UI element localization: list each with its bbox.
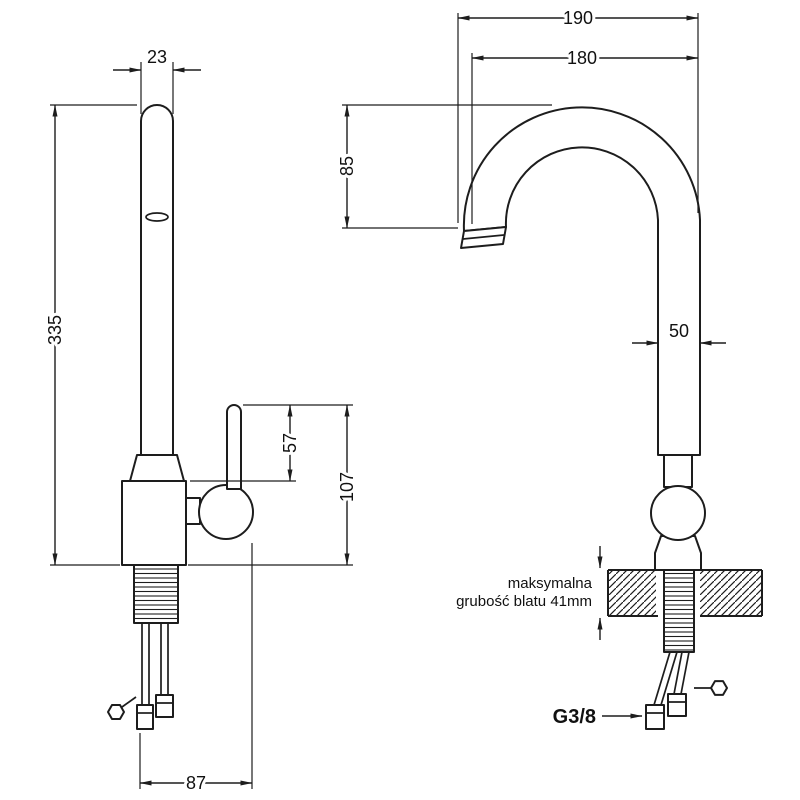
front-threaded-shank <box>133 564 179 624</box>
dimension-total-height: 335 <box>42 104 137 566</box>
dimension-reach-outer: 190 <box>457 5 699 223</box>
side-stud-nut <box>710 680 728 696</box>
dim-base-width-label: 87 <box>186 773 206 793</box>
side-aerator-seam <box>462 234 505 240</box>
dimension-body-width: 50 <box>632 318 726 346</box>
countertop-note-line1: maksymalna <box>508 575 593 592</box>
front-spout-tube <box>140 104 174 456</box>
dim-reach-outer-label: 190 <box>563 8 593 28</box>
countertop-section <box>607 569 763 617</box>
front-hose-fitting <box>155 694 174 718</box>
dim-spout-width-label: 23 <box>147 47 167 67</box>
front-body <box>121 480 187 566</box>
countertop-note-line2: grubość blatu 41mm <box>456 593 592 610</box>
dimension-spout-width: 23 <box>113 44 201 114</box>
front-stud-nut <box>107 704 125 720</box>
dim-spout-drop-label: 85 <box>337 156 357 176</box>
side-base-flare <box>654 535 702 571</box>
dimension-handle-height: 57 <box>190 404 353 482</box>
dimension-spout-drop: 85 <box>334 104 552 229</box>
side-handle-joint <box>650 485 706 541</box>
countertop-thickness-note: maksymalna grubość blatu 41mm <box>454 546 603 640</box>
connector-thread-label: G3/8 <box>553 706 596 728</box>
side-threaded-shank <box>663 569 695 653</box>
side-hose-fitting <box>667 693 687 717</box>
side-hose-fitting <box>645 704 665 730</box>
dim-body-height-label: 107 <box>337 472 357 502</box>
side-spout-gooseneck <box>462 106 701 456</box>
side-hoses <box>645 651 728 730</box>
dim-handle-height-label: 57 <box>280 433 300 453</box>
dim-reach-inner-label: 180 <box>567 48 597 68</box>
front-collar <box>129 454 185 482</box>
front-handle-neck <box>185 497 201 525</box>
front-hose-fitting <box>136 704 154 730</box>
front-handle-lever <box>226 404 242 490</box>
front-hoses <box>107 623 174 730</box>
faucet-side-view <box>460 106 763 730</box>
dimension-base-width: 87 <box>139 543 253 796</box>
front-handle-joint <box>198 484 254 540</box>
dimension-body-height: 107 <box>188 404 360 566</box>
front-mounting-stud <box>121 696 137 708</box>
connector-thread-callout: G3/8 <box>550 704 643 731</box>
countertop-hatch-left <box>608 570 656 616</box>
countertop-hatch-right <box>700 570 762 616</box>
front-aerator <box>145 212 169 222</box>
dimension-reach-inner: 180 <box>471 45 699 224</box>
faucet-front-view <box>107 104 254 730</box>
dim-body-width-label: 50 <box>669 321 689 341</box>
side-lever-edge <box>663 454 693 488</box>
dim-total-height-label: 335 <box>45 315 65 345</box>
